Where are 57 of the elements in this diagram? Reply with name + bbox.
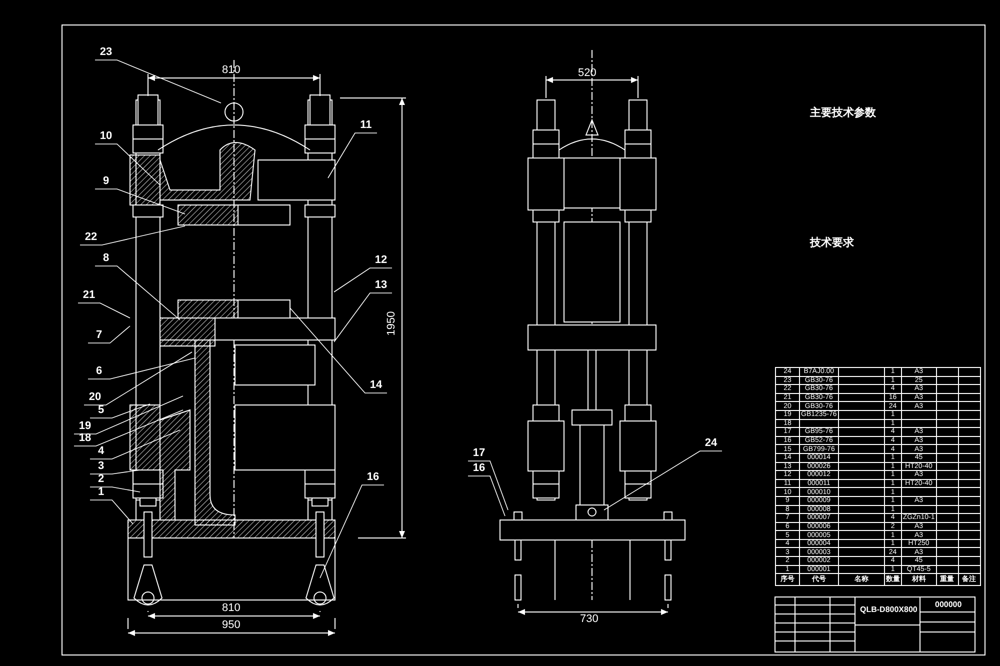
callout-number: 16 — [362, 472, 384, 485]
drawing-title: QLB-D800X800 — [860, 606, 918, 614]
callout-number: 2 — [90, 474, 112, 487]
callout-number: 16 — [468, 463, 490, 476]
leader-line — [78, 302, 130, 318]
leader-line — [84, 352, 192, 406]
drawing-number: 000000 — [935, 601, 962, 609]
dimension-value: 810 — [222, 65, 240, 76]
leader-line — [88, 326, 130, 344]
callout-number: 23 — [95, 47, 117, 60]
callout-number: 17 — [468, 448, 490, 461]
leader-line — [94, 266, 180, 320]
dimension-value: 950 — [222, 620, 240, 631]
callout-number: 12 — [370, 255, 392, 268]
leader-line — [468, 460, 508, 510]
callout-number: 3 — [90, 461, 112, 474]
leader-line — [90, 430, 180, 460]
leader-line — [94, 144, 160, 186]
leader-line — [90, 486, 140, 492]
callout-number: 10 — [95, 131, 117, 144]
leader-line — [468, 476, 506, 516]
callout-number: 9 — [95, 176, 117, 189]
leader-line — [604, 450, 722, 510]
callout-number: 1 — [90, 487, 112, 500]
callout-number: 5 — [90, 405, 112, 418]
section-heading: 技术要求 — [810, 238, 854, 249]
callout-number: 18 — [74, 433, 96, 446]
leader-line — [90, 500, 134, 524]
callout-number: 6 — [88, 366, 110, 379]
leader-line — [74, 410, 184, 446]
callout-number: 7 — [88, 330, 110, 343]
callout-number: 22 — [80, 232, 102, 245]
callout-number: 13 — [370, 280, 392, 293]
leader-line — [94, 60, 222, 104]
leader-line — [80, 226, 186, 246]
callout-number: 24 — [700, 438, 722, 451]
leader-line — [290, 308, 388, 394]
callout-number: 21 — [78, 290, 100, 303]
callout-number: 11 — [355, 120, 377, 133]
leader-line — [90, 404, 150, 418]
callout-number: 8 — [95, 253, 117, 266]
callout-number: 20 — [84, 392, 106, 405]
leader-line — [334, 268, 392, 292]
callout-number: 19 — [74, 421, 96, 434]
dimension-value: 1950 — [386, 311, 398, 336]
leader-line — [88, 358, 196, 380]
dimension-value: 810 — [222, 603, 240, 614]
leader-line — [74, 396, 184, 434]
leader-line — [90, 470, 140, 474]
dimension-value: 730 — [580, 614, 598, 625]
leader-line — [328, 132, 378, 178]
leader-line — [320, 484, 384, 578]
leader-line — [334, 292, 392, 342]
leader-line — [94, 188, 186, 214]
callout-number: 14 — [365, 380, 387, 393]
callout-number: 4 — [90, 446, 112, 459]
section-heading: 主要技术参数 — [810, 108, 876, 119]
